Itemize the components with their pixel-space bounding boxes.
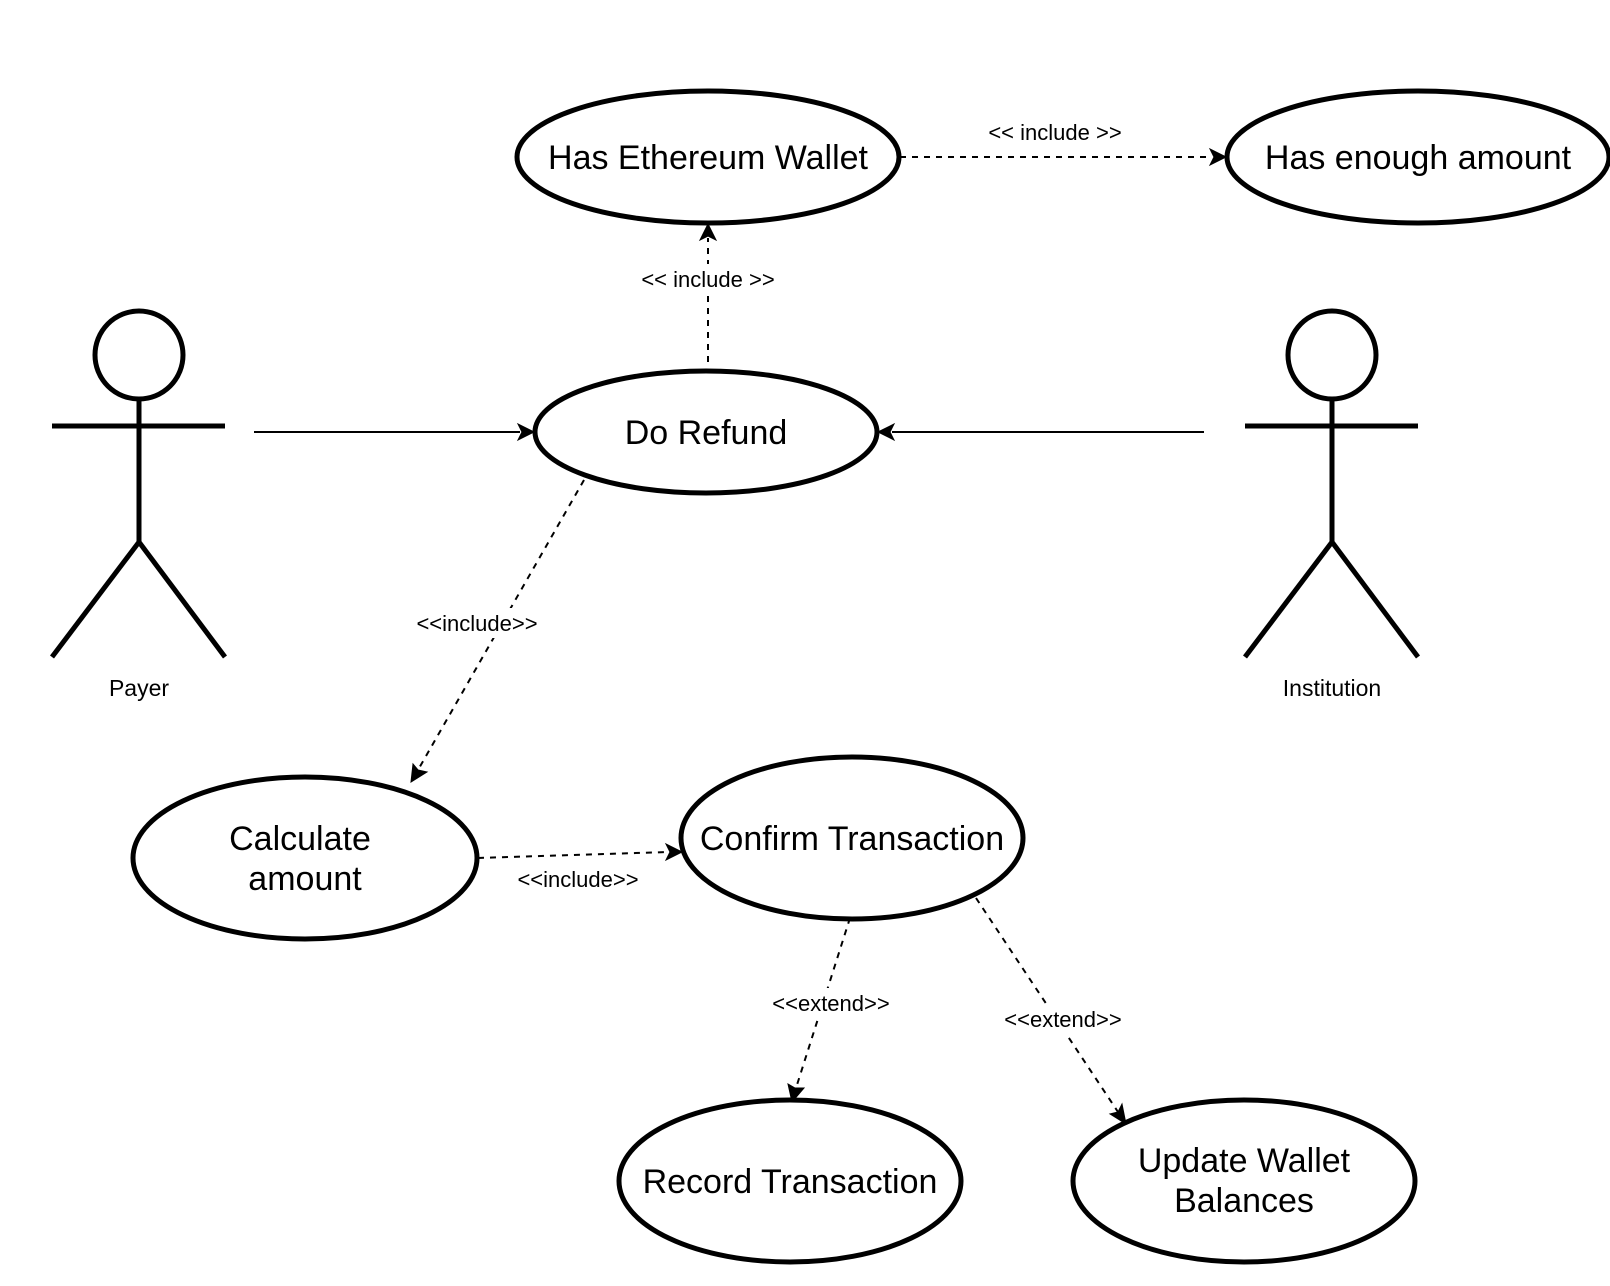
include-refund-to-wallet: << include >> bbox=[620, 222, 796, 362]
include-label: <<include>> bbox=[517, 867, 638, 892]
use-case-has-ethereum-wallet[interactable]: Has Ethereum Wallet bbox=[514, 88, 902, 226]
dependency-arrowhead bbox=[1108, 1102, 1127, 1126]
dependency-arrowhead bbox=[1208, 147, 1228, 167]
use-case-label-line1: Calculate bbox=[229, 820, 371, 858]
actor-right-leg bbox=[136, 540, 228, 659]
actor-label: Institution bbox=[1283, 675, 1381, 701]
use-case-has-enough-amount[interactable]: Has enough amount bbox=[1224, 88, 1610, 226]
association-institution-do-refund bbox=[876, 422, 1204, 442]
use-case-calculate-amount[interactable]: Calculate amount bbox=[130, 774, 480, 942]
use-case-label: Do Refund bbox=[625, 414, 788, 452]
label-background bbox=[408, 608, 546, 638]
actor-payer[interactable]: Payer bbox=[50, 308, 228, 701]
include-label: <<include>> bbox=[416, 611, 537, 636]
actor-left-leg bbox=[1243, 540, 1334, 659]
actor-left-leg bbox=[50, 540, 141, 659]
include-wallet-to-amount: << include >> bbox=[900, 120, 1228, 167]
use-case-do-refund[interactable]: Do Refund bbox=[532, 368, 880, 496]
label-background bbox=[994, 1004, 1132, 1034]
extend-label: <<extend>> bbox=[1004, 1007, 1121, 1032]
label-background bbox=[762, 988, 900, 1018]
association-payer-do-refund bbox=[254, 422, 536, 442]
use-case-label-line2: Balances bbox=[1174, 1182, 1314, 1220]
extend-confirm-to-update: <<extend>> bbox=[975, 897, 1132, 1126]
use-case-label: Has Ethereum Wallet bbox=[548, 139, 869, 177]
extend-label: <<extend>> bbox=[772, 991, 889, 1016]
extend-confirm-to-record: <<extend>> bbox=[762, 917, 900, 1104]
include-label: << include >> bbox=[988, 120, 1121, 145]
use-case-label: Confirm Transaction bbox=[700, 820, 1004, 858]
use-case-record-transaction[interactable]: Record Transaction bbox=[616, 1097, 964, 1265]
include-label: << include >> bbox=[641, 267, 774, 292]
dependency-arrowhead bbox=[410, 762, 429, 783]
dependency-arrowhead bbox=[664, 842, 684, 862]
actor-label: Payer bbox=[109, 675, 169, 701]
use-case-label: Record Transaction bbox=[643, 1163, 938, 1201]
actor-head bbox=[92, 308, 186, 402]
dependency-arrowhead bbox=[787, 1083, 806, 1104]
use-case-update-wallet-balances[interactable]: Update Wallet Balances bbox=[1070, 1097, 1418, 1265]
actor-head bbox=[1285, 308, 1379, 402]
label-background bbox=[620, 264, 796, 294]
association-arrowhead bbox=[876, 422, 896, 442]
dependency-arrowhead bbox=[698, 222, 718, 242]
association-arrowhead bbox=[516, 422, 536, 442]
use-case-label-line1: Update Wallet bbox=[1138, 1142, 1351, 1180]
use-case-label-line2: amount bbox=[248, 860, 362, 898]
include-calculate-to-confirm: <<include>> bbox=[477, 842, 684, 892]
use-case-label: Has enough amount bbox=[1265, 139, 1572, 177]
actor-right-leg bbox=[1329, 540, 1421, 659]
use-case-confirm-transaction[interactable]: Confirm Transaction bbox=[678, 754, 1026, 922]
include-refund-to-calculate: <<include>> bbox=[408, 479, 585, 783]
actor-institution[interactable]: Institution bbox=[1243, 308, 1421, 701]
